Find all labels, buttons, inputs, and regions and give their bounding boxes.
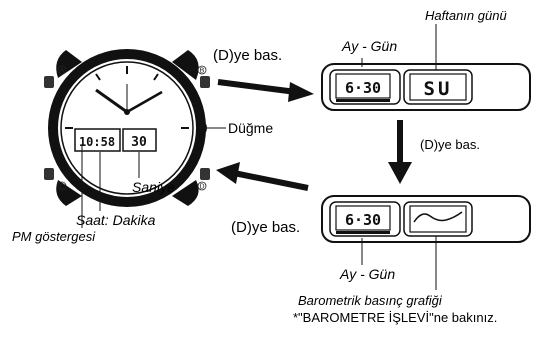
display-bottom-indicators	[336, 231, 390, 234]
display-bottom-graph-panel	[409, 205, 467, 233]
watch-seconds-digits: 30	[131, 135, 147, 150]
button-letter-d: D	[199, 184, 204, 191]
watch-button-b[interactable]	[200, 76, 210, 88]
label-barometer-note: *"BAROMETRE İŞLEVİ"ne bakınız.	[293, 310, 498, 325]
barometric-graph-icon	[413, 211, 463, 223]
display-top-indicators	[336, 99, 390, 102]
display-bottom: 6·30	[321, 195, 531, 243]
arrow-right-top	[217, 79, 314, 102]
button-letter-c: C	[59, 184, 64, 191]
watch-face	[60, 61, 194, 195]
display-bottom-date-panel	[335, 205, 391, 231]
watch-button-a[interactable]	[44, 76, 54, 88]
watch-time-display	[74, 128, 121, 152]
watch-time-digits: 10:58	[79, 135, 115, 149]
display-top-date-panel	[335, 73, 391, 99]
display-top: 6·30 SU	[321, 63, 531, 111]
label-press-d-top: (D)ye bas.	[213, 47, 283, 64]
watch-button-d[interactable]	[200, 168, 210, 180]
watch-lug-bottom-left	[56, 180, 82, 206]
display-top-weekday-panel	[409, 73, 467, 101]
hands-pivot	[124, 109, 130, 115]
display-top-weekday: SU	[424, 78, 453, 100]
label-month-day-top: Ay - Gün	[342, 38, 398, 54]
arrow-down-right	[388, 120, 412, 184]
button-letter-a: A	[60, 68, 65, 75]
hour-markers	[65, 66, 189, 129]
label-pm-indicator: PM göstergesi	[12, 229, 96, 244]
watch-lug-top-left	[56, 50, 82, 78]
watch-button-c[interactable]	[44, 168, 54, 180]
display-top-date: 6·30	[345, 79, 381, 97]
label-barometric-graph: Barometrik basınç grafiği	[298, 293, 442, 308]
label-seconds: Saniye	[132, 179, 175, 195]
display-bottom-date: 6·30	[345, 211, 381, 229]
watch-lug-top-right	[172, 50, 199, 80]
hour-hand	[95, 88, 128, 114]
label-hour-minute: Saat: Dakika	[76, 212, 156, 228]
label-press-d-right: (D)ye bas.	[420, 137, 480, 152]
label-weekday: Haftanın günü	[425, 8, 507, 23]
button-letter-b: B	[200, 68, 205, 75]
watch: A B C D 10:58 30	[44, 49, 210, 207]
watch-seconds-display	[122, 128, 157, 152]
minute-hand	[126, 90, 163, 114]
label-button: Düğme	[228, 120, 274, 136]
label-press-d-bottom: (D)ye bas.	[231, 219, 301, 236]
arrow-left-bottom	[216, 162, 309, 191]
label-month-day-bottom: Ay - Gün	[340, 266, 396, 282]
watch-lug-bottom-right	[172, 180, 199, 206]
